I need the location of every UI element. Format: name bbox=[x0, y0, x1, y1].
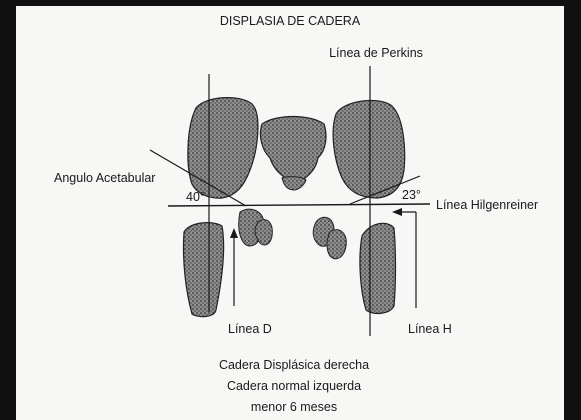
left-ilium bbox=[333, 100, 405, 198]
line-h-arrowhead bbox=[392, 208, 402, 216]
right-femur bbox=[183, 223, 223, 317]
line-d-label: Línea D bbox=[228, 322, 272, 336]
diagram-title: DISPLASIA DE CADERA bbox=[220, 14, 360, 28]
left-ischium bbox=[327, 230, 346, 259]
angle-right-value: 40° bbox=[186, 190, 205, 204]
hilgenreiner-label: Línea Hilgenreiner bbox=[436, 198, 538, 212]
line-h-label: Línea H bbox=[408, 322, 452, 336]
caption-line-1: Cadera Displásica derecha bbox=[219, 358, 369, 372]
perkins-label: Línea de Perkins bbox=[329, 46, 423, 60]
coccyx bbox=[282, 177, 306, 190]
acetabular-angle-label: Angulo Acetabular bbox=[54, 171, 155, 185]
sacrum bbox=[260, 117, 326, 183]
caption-line-3: menor 6 meses bbox=[251, 400, 337, 414]
right-ilium bbox=[188, 98, 258, 198]
left-femur bbox=[360, 223, 396, 313]
hilgenreiner-line bbox=[168, 204, 430, 206]
angle-left-value: 23° bbox=[402, 188, 421, 202]
caption-line-2: Cadera normal izquerda bbox=[227, 379, 361, 393]
line-d-arrowhead bbox=[230, 228, 238, 238]
